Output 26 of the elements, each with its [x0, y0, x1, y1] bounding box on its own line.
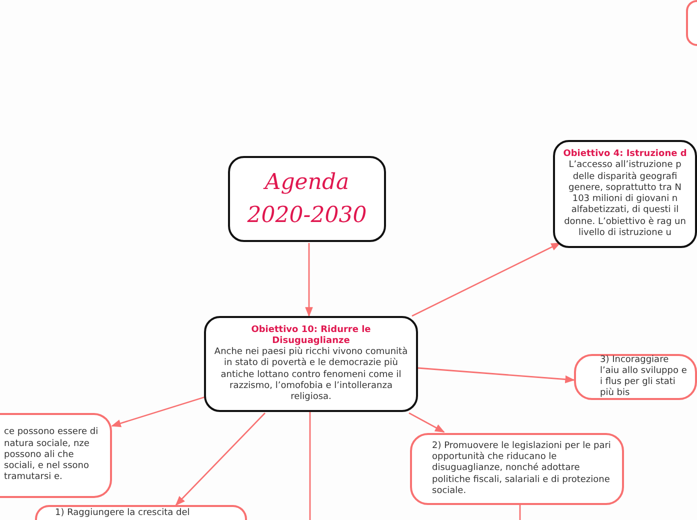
topic-text: 2) Promuovere le legislazioni per le pari opportunità che riducano le disuguaglianze, nonché adottare politiche fiscali, salariali e di protezione sociale. [432, 440, 612, 498]
connector-line [309, 412, 311, 520]
topic-box [553, 140, 697, 248]
arrow [418, 367, 575, 384]
arrow [412, 242, 561, 317]
connector-line [519, 505, 521, 520]
idea-box [410, 433, 624, 505]
arrow [175, 412, 266, 506]
topic-text: 1) Raggiungere la crescita del [55, 508, 190, 520]
arrow [408, 412, 445, 433]
idea-box [686, 0, 697, 46]
idea-box [574, 354, 697, 400]
title-text: Agenda [264, 169, 350, 197]
topic-heading: Obiettivo 10: Ridurre le Disuguaglianze [250, 324, 372, 346]
title-box [228, 156, 386, 242]
topic-text: L’accesso all’istruzione p delle disparità geografi genere, soprattutto tra N 103 milioni di giovani n alfabetizzati, di questi il donne. L’obiettivo è rag un livello di istruzione u [563, 160, 687, 239]
arrow [111, 396, 206, 428]
topic-text: 3) Incoraggiare l’aiu allo sviluppo e i flus per gli stati più bis [600, 354, 688, 400]
idea-box [35, 505, 247, 520]
arrow [305, 243, 313, 317]
topic-text: Anche nei paesi più ricchi vivono comunità in stato di povertà e le democrazie più antiche lottano contro fenomeni come il razzismo, l’omofobia e l’intolleranza religiosa. [213, 347, 409, 404]
topic-heading: Obiettivo 4: Istruzione d [563, 149, 687, 160]
title-text: 2020-2030 [247, 202, 367, 230]
topic-text: ce possono essere di natura sociale, nze possono ali che sociali, e nel ssono tramutarsi e. [4, 427, 100, 484]
topic-box [204, 316, 418, 412]
idea-box [0, 413, 112, 498]
